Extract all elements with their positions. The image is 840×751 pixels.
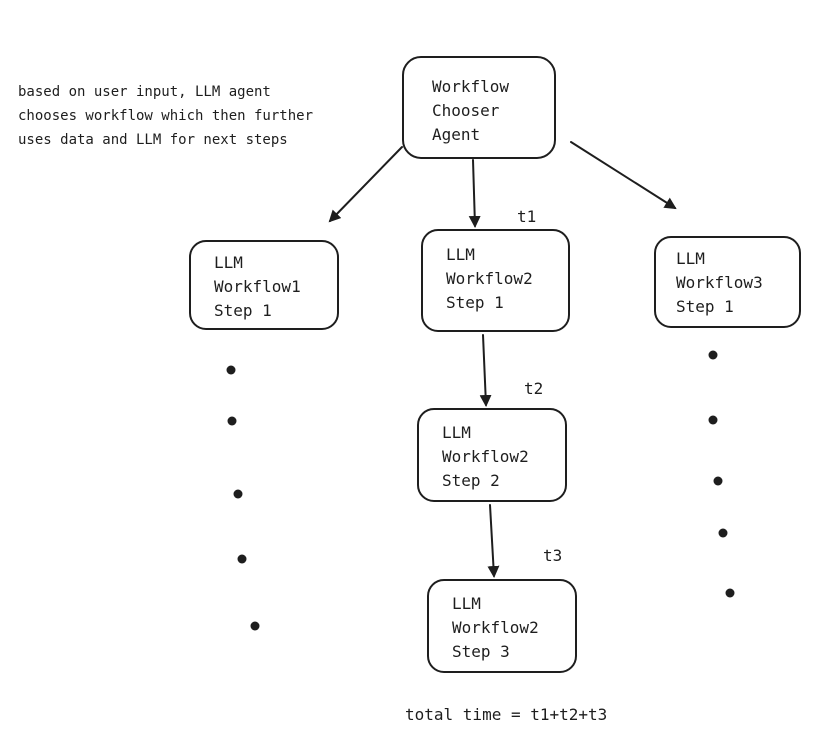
node-line: LLM <box>676 249 705 268</box>
arrow-chooser-to-workflow3 <box>570 141 677 210</box>
node-line: Workflow <box>432 77 509 96</box>
node-line: Workflow3 <box>676 273 763 292</box>
description-note: based on user input, LLM agent chooses w… <box>18 84 313 148</box>
ellipsis-dot <box>718 528 728 538</box>
arrow-step1-to-step2 <box>479 334 492 407</box>
node-workflow2-step3[interactable]: LLM Workflow2 Step 3 <box>427 579 577 673</box>
node-line: Agent <box>432 125 480 144</box>
total-time-label: total time = t1+t2+t3 <box>405 705 607 724</box>
node-line: Workflow2 <box>442 447 529 466</box>
ellipsis-dot <box>725 588 735 598</box>
note-line-2: chooses workflow which then further <box>18 108 313 124</box>
workflow1-continuation-dots <box>226 365 260 631</box>
node-workflow2-step1[interactable]: LLM Workflow2 Step 1 <box>421 229 570 332</box>
node-workflow3-step1[interactable]: LLM Workflow3 Step 1 <box>654 236 801 328</box>
ellipsis-dot <box>226 365 236 375</box>
node-workflow2-step2[interactable]: LLM Workflow2 Step 2 <box>417 408 567 502</box>
ellipsis-dot <box>708 350 718 360</box>
node-line: Workflow2 <box>452 618 539 637</box>
node-line: Step 1 <box>676 297 734 316</box>
node-line: LLM <box>446 245 475 264</box>
node-line: Step 2 <box>442 471 500 490</box>
arrow-step2-to-step3 <box>487 504 500 578</box>
ellipsis-dot <box>233 489 243 499</box>
note-line-1: based on user input, LLM agent <box>18 84 271 100</box>
workflow3-continuation-dots <box>708 350 735 598</box>
node-workflow1-step1[interactable]: LLM Workflow1 Step 1 <box>189 240 339 330</box>
timing-label-t3: t3 <box>543 546 562 565</box>
ellipsis-dot <box>708 415 718 425</box>
ellipsis-dot <box>250 621 260 631</box>
node-line: Step 3 <box>452 642 510 661</box>
node-line: LLM <box>214 253 243 272</box>
node-line: Workflow1 <box>214 277 301 296</box>
ellipsis-dot <box>227 416 237 426</box>
timing-label-t2: t2 <box>524 379 543 398</box>
node-line: LLM <box>452 594 481 613</box>
arrow-chooser-to-workflow2 <box>468 159 481 228</box>
node-line: LLM <box>442 423 471 442</box>
node-line: Workflow2 <box>446 269 533 288</box>
node-line: Step 1 <box>446 293 504 312</box>
ellipsis-dot <box>713 476 723 486</box>
ellipsis-dot <box>237 554 247 564</box>
node-workflow-chooser-agent[interactable]: Workflow Chooser Agent <box>402 56 556 159</box>
timing-label-t1: t1 <box>517 207 536 226</box>
node-line: Chooser <box>432 101 500 120</box>
note-line-3: uses data and LLM for next steps <box>18 132 288 148</box>
node-line: Step 1 <box>214 301 272 320</box>
arrow-chooser-to-workflow1 <box>328 146 403 223</box>
